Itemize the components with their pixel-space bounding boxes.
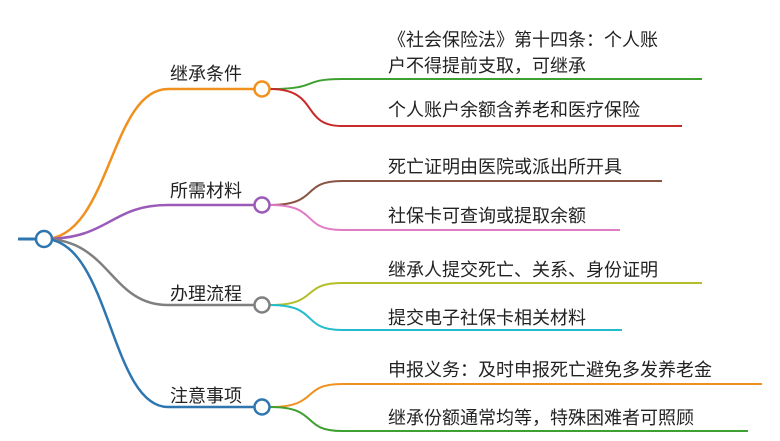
branch-label-notes: 注意事项 [170, 386, 242, 407]
leaf-connector [269, 383, 343, 408]
leaf-connector [269, 78, 343, 90]
branch-connector [43, 87, 169, 241]
root-node-circle[interactable] [34, 229, 54, 249]
leaf-label-account-balance: 个人账户余额含养老和医疗保险 [388, 100, 640, 121]
leaf-label-submit-proofs: 继承人提交死亡、关系、身份证明 [388, 260, 658, 281]
leaf-label-submit-e-card: 提交电子社保卡相关材料 [388, 308, 586, 329]
leaf-label-equal-shares: 继承份额通常均等，特殊困难者可照顾 [388, 408, 694, 429]
leaf-connector [269, 282, 343, 306]
leaf-label-social-security-card: 社保卡可查询或提取余额 [388, 206, 586, 227]
leaf-label-social-insurance-law-line1: 《社会保险法》第十四条：个人账 [388, 30, 658, 51]
branch-node-circle[interactable] [253, 296, 271, 314]
leaf-label-reporting-duty: 申报义务：及时申报死亡避免多发养老金 [388, 360, 712, 381]
branch-node-circle[interactable] [253, 196, 271, 214]
leaf-connector [269, 406, 343, 432]
branch-connector [43, 237, 169, 409]
branch-node-circle[interactable] [253, 80, 271, 98]
leaf-label-social-insurance-law-line2: 户不得提前支取，可继承 [388, 56, 586, 77]
branch-label-required-materials: 所需材料 [170, 181, 242, 202]
branch-connector [43, 237, 169, 307]
leaf-connector [269, 180, 343, 206]
leaf-connector [269, 304, 343, 331]
branch-label-inheritance-conditions: 继承条件 [170, 64, 242, 85]
leaf-connector [269, 204, 343, 231]
leaf-label-death-certificate: 死亡证明由医院或派出所开具 [388, 157, 622, 178]
leaf-connector [269, 88, 343, 127]
branch-connector [43, 203, 169, 241]
branch-node-circle[interactable] [253, 398, 271, 416]
branch-label-procedure: 办理流程 [170, 284, 242, 305]
